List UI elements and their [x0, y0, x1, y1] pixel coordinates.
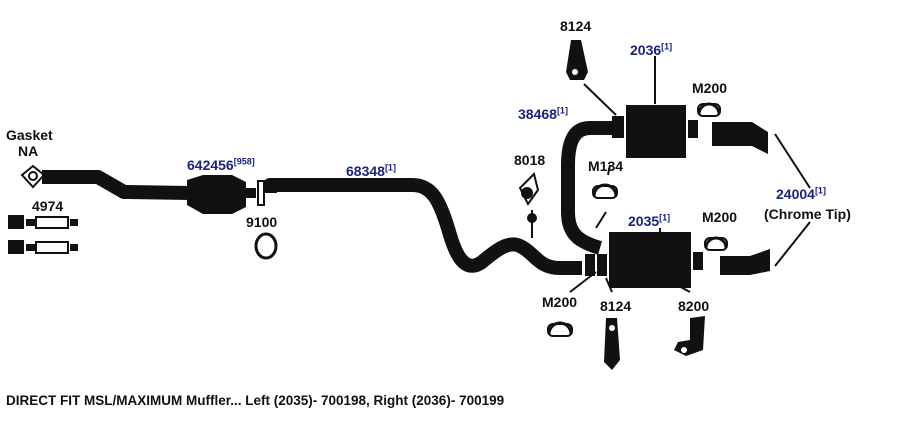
catalytic-converter-642456 — [187, 175, 256, 214]
bolt-part-4974 — [8, 215, 78, 254]
hanger-8200 — [674, 316, 705, 356]
label-8018: 8018 — [514, 152, 546, 168]
ref-68348: [1] — [384, 162, 396, 173]
clamp-m200-bottom — [547, 321, 573, 337]
label-4974: 4974 — [32, 198, 64, 214]
ref-2036: [1] — [661, 41, 673, 52]
label-m200-top: M200 — [692, 80, 728, 96]
label-m200-bottom: M200 — [542, 294, 578, 310]
label-8124-bottom: 8124 — [600, 298, 632, 314]
label-24004: 24004[1] — [776, 186, 826, 202]
label-gasket: Gasket — [6, 127, 53, 143]
label-m200-mid: M200 — [702, 209, 738, 225]
label-2036: 2036[1] — [630, 42, 672, 58]
label-2035: 2035[1] — [628, 213, 670, 229]
diagram-caption: DIRECT FIT MSL/MAXIMUM Muffler... Left (… — [6, 393, 505, 408]
clamp-m134 — [592, 183, 618, 199]
tailpipe-upper — [712, 122, 768, 154]
label-m134: M134 — [588, 158, 624, 174]
part-number-642456: 642456 — [187, 157, 234, 173]
ref-642456: [958] — [233, 156, 255, 167]
o-ring-9100 — [254, 232, 278, 260]
part-number-24004: 24004 — [776, 186, 815, 202]
label-8124-top: 8124 — [560, 18, 592, 34]
label-9100: 9100 — [246, 214, 278, 230]
label-8200: 8200 — [678, 298, 710, 314]
part-number-2035: 2035 — [628, 213, 660, 229]
label-38468: 38468[1] — [518, 106, 568, 122]
muffler-2036 — [612, 105, 698, 158]
label-642456: 642456[958] — [187, 157, 255, 173]
part-number-38468: 38468 — [518, 106, 557, 122]
ref-24004: [1] — [814, 185, 826, 196]
hanger-8018 — [518, 172, 540, 238]
front-pipe — [42, 170, 191, 200]
y-pipe-38468 — [561, 121, 612, 255]
label-68348: 68348[1] — [346, 163, 396, 179]
part-number-68348: 68348 — [346, 163, 385, 179]
clamp-m200-top — [697, 102, 721, 117]
clamp-m200-mid — [704, 236, 728, 251]
ref-2035: [1] — [659, 212, 671, 223]
tailpipe-lower — [720, 249, 770, 275]
intermediate-pipe-68348 — [263, 178, 582, 275]
leader-lines — [569, 56, 811, 293]
gasket-part — [20, 164, 46, 189]
part-number-2036: 2036 — [630, 42, 662, 58]
hanger-8124-top — [566, 40, 588, 80]
label-gasket-na: NA — [18, 143, 39, 159]
label-chrome-tip: (Chrome Tip) — [764, 206, 851, 222]
muffler-2035 — [585, 232, 703, 288]
ref-38468: [1] — [556, 105, 568, 116]
hanger-8124-bottom — [604, 318, 620, 370]
